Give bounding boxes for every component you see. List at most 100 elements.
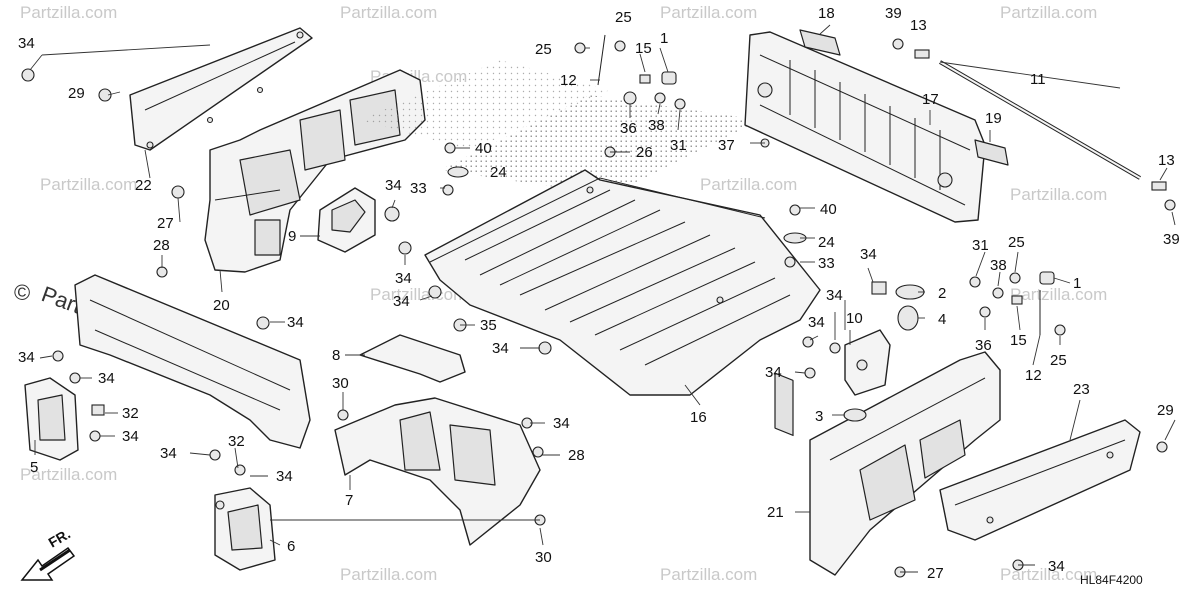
part-11-rod <box>938 60 1142 180</box>
callout-label: 34 <box>385 177 402 194</box>
callout-label: 26 <box>636 144 653 161</box>
callout-label: 34 <box>765 364 782 381</box>
callout-label: 4 <box>938 311 946 328</box>
callout-label: 39 <box>1163 231 1180 248</box>
callout-label: 22 <box>135 177 152 194</box>
callout-label: 33 <box>410 180 427 197</box>
part-17-tailgate <box>744 31 986 437</box>
callout-label: 2 <box>938 285 946 302</box>
floor-projection-dots <box>440 95 760 195</box>
callout-label: 32 <box>228 433 245 450</box>
callout-label: 34 <box>18 349 35 366</box>
callout-label: 5 <box>30 459 38 476</box>
callout-label: 13 <box>1158 152 1175 169</box>
callout-label: 34 <box>393 293 410 310</box>
callout-label: 16 <box>690 409 707 426</box>
callout-label: 32 <box>122 405 139 422</box>
watermark: Partzilla.com <box>370 285 467 304</box>
callout-label: 8 <box>332 347 340 364</box>
fasteners <box>21 34 1176 578</box>
watermark: Partzilla.com <box>1010 185 1107 204</box>
callout-label: 38 <box>990 257 1007 274</box>
callout-label: 13 <box>910 17 927 34</box>
callout-label: 34 <box>18 35 35 52</box>
part-19-latch <box>974 139 1009 166</box>
callout-label: 24 <box>490 164 507 181</box>
leader-lines <box>29 24 1176 573</box>
callout-label: 7 <box>345 492 353 509</box>
callout-label: 36 <box>620 120 637 137</box>
watermark: Partzilla.com <box>1000 565 1097 584</box>
callout-label: 3 <box>815 408 823 425</box>
watermark: Partzilla.com <box>700 175 797 194</box>
callout-label: 30 <box>535 549 552 566</box>
callout-label: 34 <box>287 314 304 331</box>
part-rail-frame <box>74 274 311 449</box>
part-8-plate <box>359 334 466 383</box>
callout-label: 17 <box>922 91 939 108</box>
callout-label: 25 <box>535 41 552 58</box>
callout-label: 34 <box>122 428 139 445</box>
callout-label: 27 <box>927 565 944 582</box>
part-7-housing <box>334 397 541 546</box>
part-9-bracket <box>317 187 376 253</box>
diagram-code: HL84F4200 <box>1080 573 1143 587</box>
callout-label: 34 <box>808 314 825 331</box>
callout-label: 37 <box>718 137 735 154</box>
callout-label: 28 <box>153 237 170 254</box>
part-20-side-wall <box>204 69 426 273</box>
callout-label: 34 <box>395 270 412 287</box>
watermark: Partzilla.com <box>660 3 757 22</box>
callout-label: 25 <box>1050 352 1067 369</box>
part-16-bed-floor <box>424 169 821 396</box>
callout-label: 34 <box>553 415 570 432</box>
watermark: Partzilla.com <box>340 3 437 22</box>
callout-label: 1 <box>660 30 668 47</box>
callout-label: 36 <box>975 337 992 354</box>
part-21-side-wall <box>809 351 1001 576</box>
callout-label: 34 <box>492 340 509 357</box>
callout-label: 19 <box>985 110 1002 127</box>
watermark: Partzilla.com <box>340 565 437 584</box>
part-22-panel <box>129 27 313 151</box>
callout-label: 25 <box>1008 234 1025 251</box>
callout-label: 31 <box>670 137 687 154</box>
callout-label: 34 <box>98 370 115 387</box>
callout-label: 34 <box>1048 558 1065 575</box>
part-6-bracket <box>214 487 276 571</box>
callout-label: 12 <box>560 72 577 89</box>
fr-direction-arrow-icon: FR. <box>20 525 76 581</box>
fr-direction-label: FR. <box>46 525 74 550</box>
callout-label: 9 <box>288 228 296 245</box>
watermark: Partzilla.com <box>660 565 757 584</box>
callout-label: 25 <box>615 9 632 26</box>
copyright-mark: © <box>14 280 30 305</box>
callout-label: 21 <box>767 504 784 521</box>
callout-label: 24 <box>818 234 835 251</box>
callout-label: 10 <box>846 310 863 327</box>
callout-label: 12 <box>1025 367 1042 384</box>
callout-label: 31 <box>972 237 989 254</box>
floor-projection-dots <box>360 60 610 150</box>
callout-label: 18 <box>818 5 835 22</box>
callout-label: 27 <box>157 215 174 232</box>
callout-label: 40 <box>475 140 492 157</box>
callout-label: 34 <box>160 445 177 462</box>
watermark: Partzilla.com <box>1010 285 1107 304</box>
callout-label: 23 <box>1073 381 1090 398</box>
callout-label: 33 <box>818 255 835 272</box>
watermark: Partzilla.com <box>20 465 117 484</box>
callout-label: 29 <box>68 85 85 102</box>
watermark: Partzilla.com <box>20 3 117 22</box>
callout-label: 39 <box>885 5 902 22</box>
callout-label: 34 <box>860 246 877 263</box>
callout-label: 34 <box>276 468 293 485</box>
callout-label: 35 <box>480 317 497 334</box>
callout-label: 6 <box>287 538 295 555</box>
part-10-hinge <box>844 329 891 396</box>
part-5-bracket <box>24 377 79 461</box>
callout-label: 15 <box>1010 332 1027 349</box>
callout-label: 20 <box>213 297 230 314</box>
callouts: 1 25 15 12 25 36 38 31 18 39 13 11 17 19… <box>18 5 1180 582</box>
